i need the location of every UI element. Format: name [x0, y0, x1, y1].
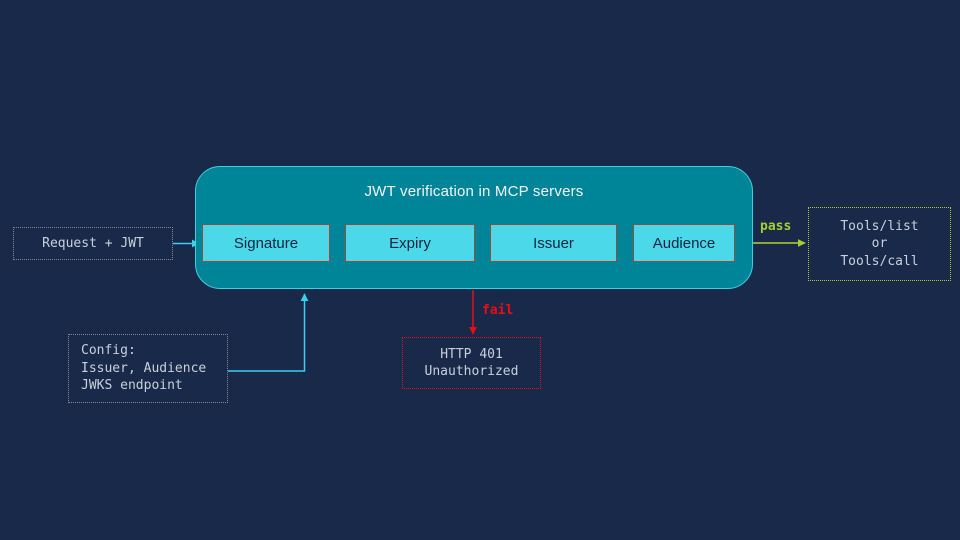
config-line-2: Issuer, Audience — [81, 360, 207, 376]
config-line-1: Config: — [81, 343, 136, 359]
pass-label: pass — [760, 219, 792, 234]
tools-line-1: Tools/list — [840, 218, 919, 234]
step-audience-label: Audience — [652, 234, 716, 252]
config-box: Config: Issuer, Audience JWKS endpoint — [68, 334, 228, 403]
request-jwt-box: Request + JWT — [13, 227, 173, 260]
step-signature: Signature — [202, 224, 330, 262]
diagram-title: JWT verification in MCP servers — [364, 183, 584, 200]
fail-label: fail — [482, 303, 514, 318]
config-arrow — [228, 293, 309, 372]
step-signature-label: Signature — [233, 234, 299, 252]
http-401-line-1: HTTP 401 — [440, 346, 503, 362]
step-issuer: Issuer — [490, 224, 617, 262]
step-expiry: Expiry — [345, 224, 475, 262]
step-expiry-label: Expiry — [389, 234, 431, 252]
config-line-3: JWKS endpoint — [81, 378, 183, 394]
request-jwt-label: Request + JWT — [42, 235, 144, 251]
http-401-line-2: Unauthorized — [424, 364, 519, 379]
tools-result-box: Tools/list or Tools/call — [808, 207, 951, 281]
step-audience: Audience — [633, 224, 735, 262]
step-issuer-label: Issuer — [533, 234, 574, 252]
tools-line-3: Tools/call — [840, 253, 919, 269]
http-401-box: HTTP 401 Unauthorized — [402, 337, 541, 389]
tools-line-2: or — [871, 236, 888, 252]
